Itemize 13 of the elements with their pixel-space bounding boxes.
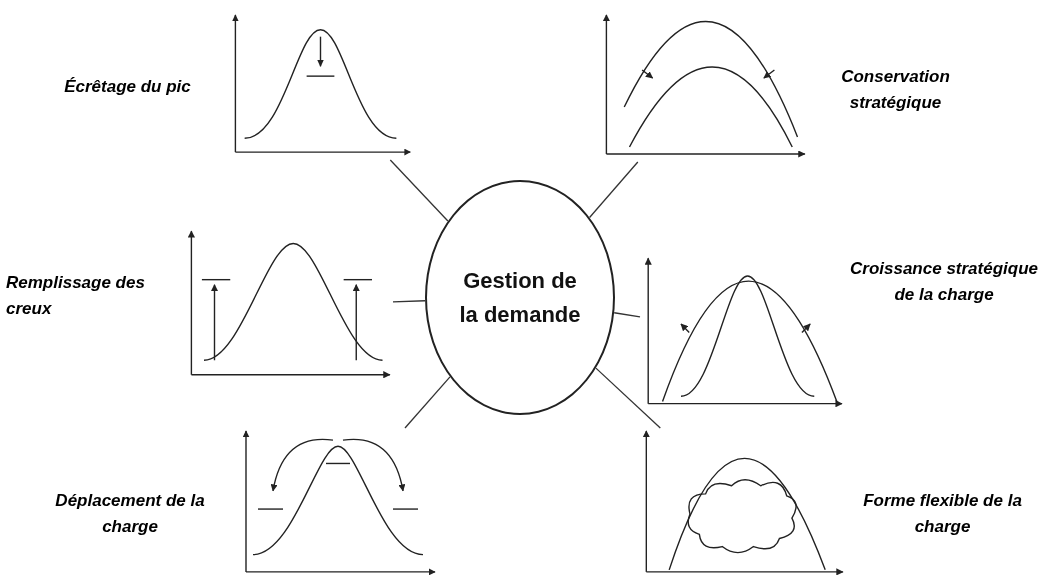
connector-line (595, 367, 661, 429)
connector-line (392, 300, 426, 303)
connector-line (389, 159, 449, 222)
chart-caption: Remplissage des creux (6, 272, 146, 320)
connector-line (613, 312, 641, 318)
chart-caption: Conservation stratégique (840, 66, 951, 114)
connector-line (404, 376, 451, 429)
center-title: Gestion de la demande (458, 266, 582, 329)
chart-caption: Écrêtage du pic (63, 76, 192, 98)
chart-caption: Forme flexible de la charge (862, 490, 1023, 538)
chart-caption: Déplacement de la charge (54, 490, 206, 538)
chart-caption: Croissance stratégique de la charge (850, 258, 1038, 306)
connector-line (588, 161, 639, 219)
